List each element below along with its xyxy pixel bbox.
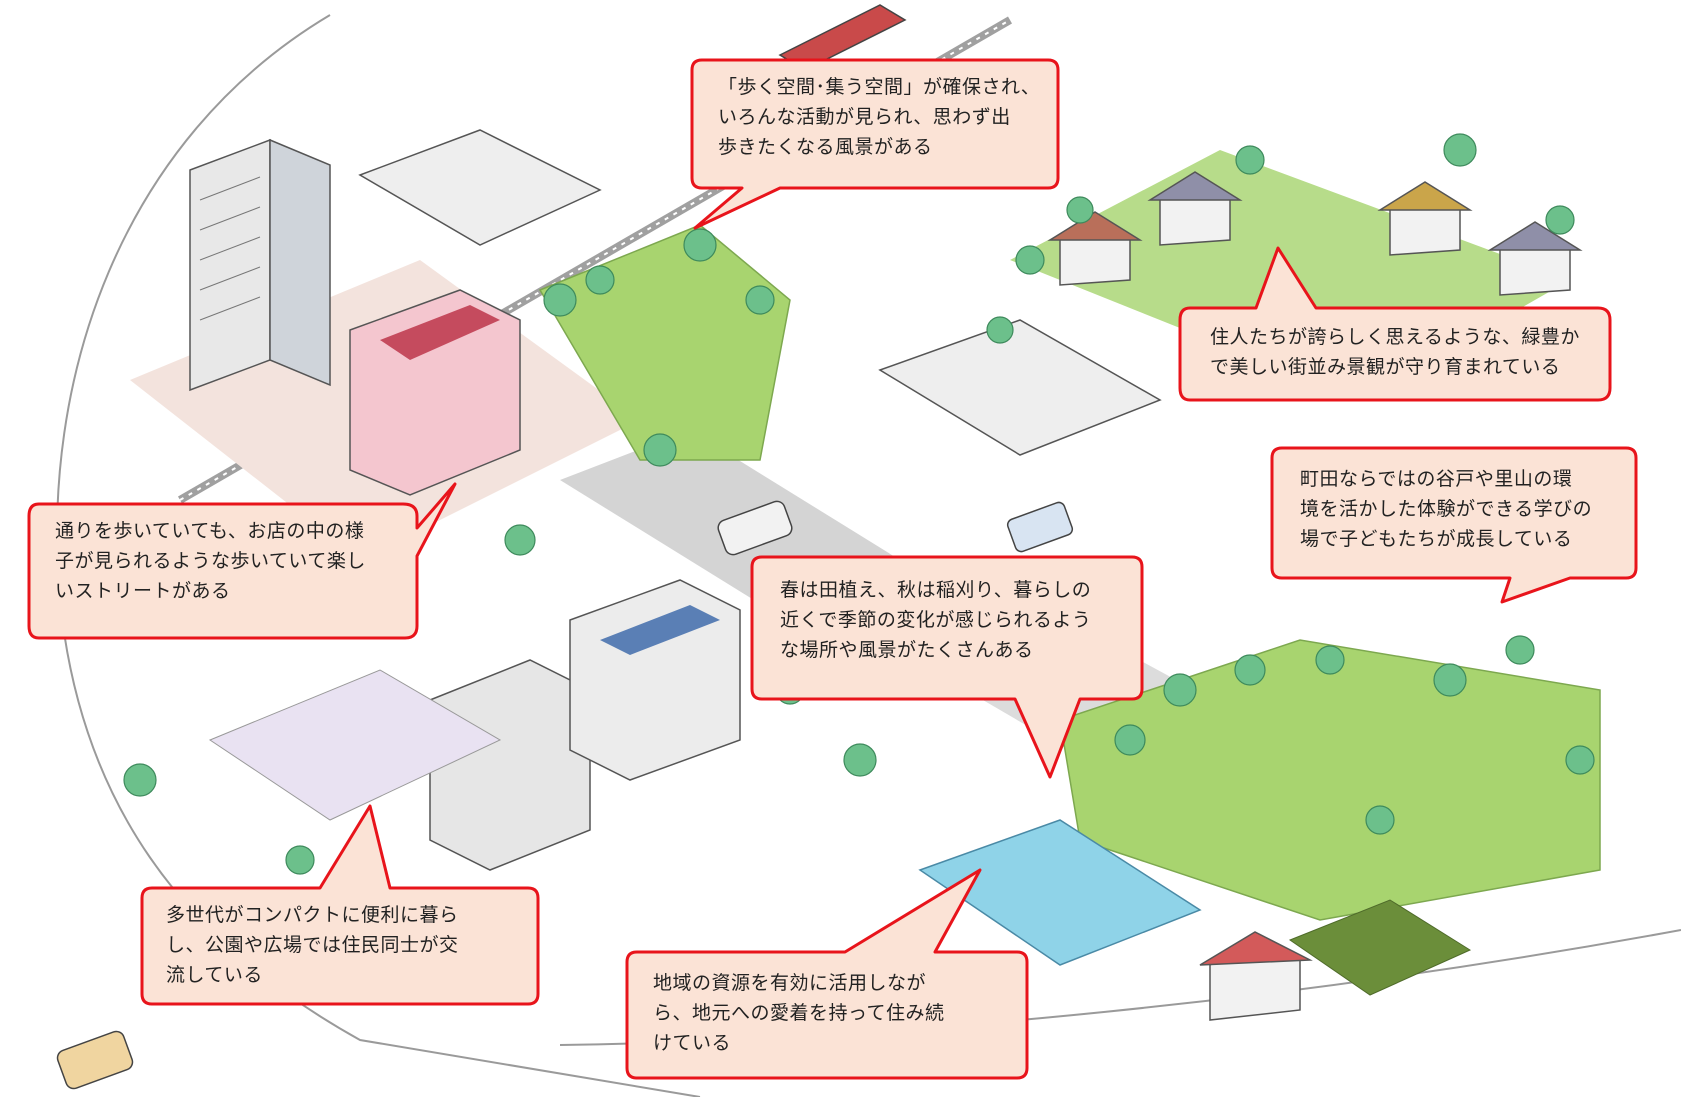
callout-text: 「歩く空間･集う空間」が確保され、 いろんな活動が見られ、思わず出 歩きたくなる… bbox=[718, 76, 1041, 158]
callout-text: 町田ならではの谷戸や里山の環 境を活かした体験ができる学びの 場で子どもたちが成… bbox=[1300, 468, 1593, 550]
callout-text: 多世代がコンパクトに便利に暮ら し、公園や広場では住民同士が交 流している bbox=[166, 904, 459, 986]
callout-local-resources: 地域の資源を有効に活用しなが ら、地元への愛着を持って住み続 けている bbox=[625, 868, 1030, 1083]
callout-text: 春は田植え、秋は稲刈り、暮らしの 近くで季節の変化が感じられるよう な場所や風景… bbox=[780, 579, 1092, 661]
rooftop-terrace bbox=[358, 129, 602, 246]
trees bbox=[123, 133, 1595, 875]
houses bbox=[1047, 171, 1583, 296]
callout-shape bbox=[1178, 246, 1612, 402]
callout-text: 通りを歩いていても、お店の中の様 子が見られるような歩いていて楽し いストリート… bbox=[55, 520, 366, 602]
callout-shape bbox=[625, 868, 1029, 1080]
callout-walk-gather-space: 「歩く空間･集う空間」が確保され、 いろんな活動が見られ、思わず出 歩きたくなる… bbox=[690, 58, 1060, 230]
solar-panels bbox=[600, 605, 720, 655]
vegetable-field bbox=[1288, 899, 1472, 996]
bus-right bbox=[1006, 501, 1074, 553]
callout-text: 地域の資源を有効に活用しなが ら、地元への愛着を持って住み続 けている bbox=[653, 972, 945, 1054]
callout-shape bbox=[750, 555, 1144, 779]
community-plaza bbox=[208, 669, 502, 821]
callout-satoyama-learning: 町田ならではの谷戸や里山の環 境を活かした体験ができる学びの 場で子どもたちが成… bbox=[1270, 446, 1640, 606]
cinema-seats bbox=[380, 305, 500, 360]
callout-shape bbox=[27, 482, 457, 640]
apartment-block-a bbox=[429, 659, 591, 871]
callout-multi-generation: 多世代がコンパクトに便利に暮ら し、公園や広場では住民同士が交 流している bbox=[140, 804, 540, 1006]
school-building bbox=[878, 319, 1162, 456]
callout-shape bbox=[140, 804, 540, 1006]
farm-house-roof bbox=[1199, 931, 1313, 966]
callout-shape bbox=[1270, 446, 1638, 604]
callout-resident-townscape: 住人たちが誇らしく思えるような、緑豊か で美しい街並み景観が守り育まれている bbox=[1178, 246, 1613, 402]
callout-pleasant-street: 通りを歩いていても、お店の中の様 子が見られるような歩いていて楽し いストリート… bbox=[27, 482, 457, 642]
callout-seasonal-change: 春は田植え、秋は稲刈り、暮らしの 近くで季節の変化が感じられるよう な場所や風景… bbox=[750, 555, 1145, 785]
tower-windows bbox=[199, 176, 261, 321]
callout-text: 住人たちが誇らしく思えるような、緑豊か で美しい街並み景観が守り育まれている bbox=[1210, 326, 1580, 378]
callout-shape bbox=[690, 58, 1060, 230]
bus-left bbox=[56, 1030, 134, 1090]
bus-center bbox=[717, 500, 793, 556]
apartment-tower-front bbox=[269, 138, 331, 387]
apartment-block-b bbox=[569, 579, 741, 781]
rice-paddy bbox=[918, 819, 1202, 966]
